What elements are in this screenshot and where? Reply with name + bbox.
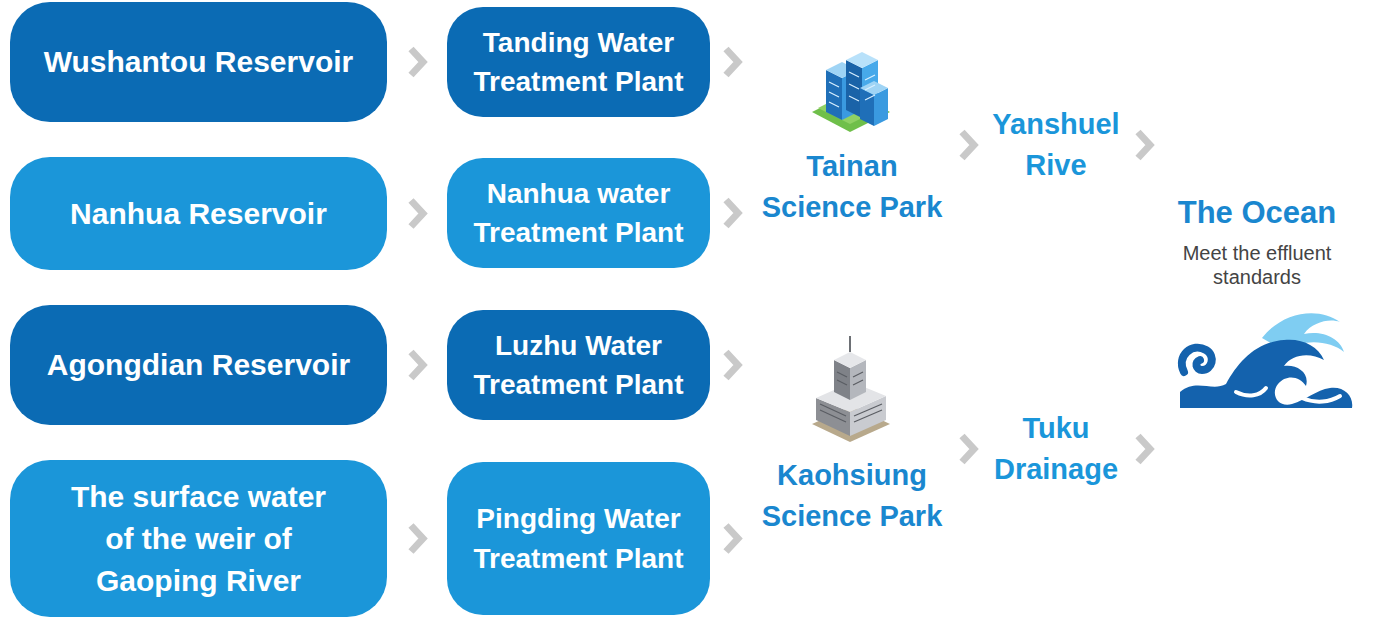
chevron-arrow <box>1138 132 1150 158</box>
node-title: Wushantou Reservoir <box>44 41 354 83</box>
reservoir-box: Agongdian Reservoir <box>10 305 387 425</box>
node-title: Kaohsiung Science Park <box>754 455 950 536</box>
node-title: Nanhua Reservoir <box>70 193 327 235</box>
science-park-label: Kaohsiung Science Park <box>754 452 950 540</box>
chevron-arrow <box>726 49 738 75</box>
treatment-plant-box: Nanhua water Treatment Plant <box>447 158 710 268</box>
chevron-arrow <box>962 132 974 158</box>
treatment-plant-box: Pingding Water Treatment Plant <box>447 462 710 615</box>
chevron-arrow <box>962 436 974 462</box>
chevron-arrow <box>411 352 423 378</box>
chevron-arrow <box>726 352 738 378</box>
river-source-box: The surface water of the weir of Gaoping… <box>10 460 387 617</box>
node-title: The Ocean <box>1178 191 1337 234</box>
chevron-arrow <box>411 526 423 552</box>
building-icon <box>812 336 890 442</box>
chevron-arrow <box>411 49 423 75</box>
wave-icon <box>1180 313 1352 408</box>
node-title: Yanshuel Rive <box>986 104 1126 185</box>
node-title: Tainan Science Park <box>754 146 950 227</box>
node-title: Luzhu Water Treatment Plant <box>461 326 696 404</box>
reservoir-box: Wushantou Reservoir <box>10 2 387 122</box>
node-title: Tuku Drainage <box>986 408 1126 489</box>
node-note: Meet the effluent standards <box>1162 241 1352 289</box>
river-label: Yanshuel Rive <box>986 104 1126 186</box>
drainage-label: Tuku Drainage <box>986 408 1126 490</box>
chevron-arrow <box>411 201 423 227</box>
node-title: The surface water of the weir of Gaoping… <box>60 476 337 602</box>
science-park-label: Tainan Science Park <box>754 143 950 231</box>
reservoir-box: Nanhua Reservoir <box>10 157 387 270</box>
node-title: Nanhua water Treatment Plant <box>461 174 696 252</box>
node-title: Agongdian Reservoir <box>47 344 350 386</box>
treatment-plant-box: Tanding Water Treatment Plant <box>447 7 710 117</box>
chevron-arrow <box>726 526 738 552</box>
building-icon <box>812 52 890 132</box>
chevron-arrow <box>1138 436 1150 462</box>
node-title: Pingding Water Treatment Plant <box>461 499 696 577</box>
treatment-plant-box: Luzhu Water Treatment Plant <box>447 310 710 420</box>
ocean-label: The OceanMeet the effluent standards <box>1162 190 1352 290</box>
chevron-arrow <box>726 200 738 226</box>
node-title: Tanding Water Treatment Plant <box>461 23 696 101</box>
